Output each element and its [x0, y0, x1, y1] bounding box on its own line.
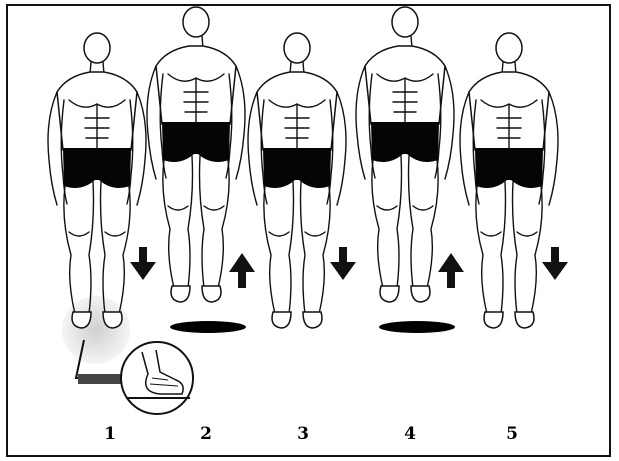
right-shoe	[515, 312, 534, 328]
figure-step-3	[248, 33, 346, 328]
shorts	[371, 122, 439, 162]
step-label-5: 5	[497, 424, 527, 444]
right-shoe	[303, 312, 322, 328]
arrow-down-icon	[330, 247, 356, 280]
arrow-down-icon	[130, 247, 156, 280]
figure-step-2	[147, 7, 245, 302]
impact-halo	[62, 296, 130, 364]
left-leg	[264, 182, 294, 314]
figure-step-5	[460, 33, 558, 328]
arrow-up-icon	[438, 253, 464, 288]
ground-shadow	[170, 321, 246, 333]
right-leg	[200, 156, 230, 288]
right-leg	[101, 182, 131, 314]
right-shoe	[411, 286, 430, 302]
left-leg	[372, 156, 402, 288]
left-shoe	[380, 286, 399, 302]
ground-shadow	[379, 321, 455, 333]
shorts	[63, 148, 131, 188]
figure-step-4	[356, 7, 454, 302]
shorts	[162, 122, 230, 162]
figure-step-1	[48, 33, 146, 328]
step-label-2: 2	[191, 424, 221, 444]
right-leg	[513, 182, 543, 314]
left-shoe	[484, 312, 503, 328]
right-shoe	[202, 286, 221, 302]
head	[284, 33, 310, 63]
left-leg	[163, 156, 193, 288]
left-shoe	[272, 312, 291, 328]
right-leg	[301, 182, 331, 314]
right-shoe	[103, 312, 122, 328]
left-leg	[476, 182, 506, 314]
step-label-1: 1	[95, 424, 125, 444]
right-leg	[409, 156, 439, 288]
head	[84, 33, 110, 63]
left-shoe	[171, 286, 190, 302]
head	[183, 7, 209, 37]
shorts	[475, 148, 543, 188]
head	[392, 7, 418, 37]
shorts	[263, 148, 331, 188]
left-leg	[64, 182, 94, 314]
step-label-4: 4	[395, 424, 425, 444]
arrow-up-icon	[229, 253, 255, 288]
head	[496, 33, 522, 63]
step-label-3: 3	[288, 424, 318, 444]
arrow-down-icon	[542, 247, 568, 280]
left-shoe	[72, 312, 91, 328]
